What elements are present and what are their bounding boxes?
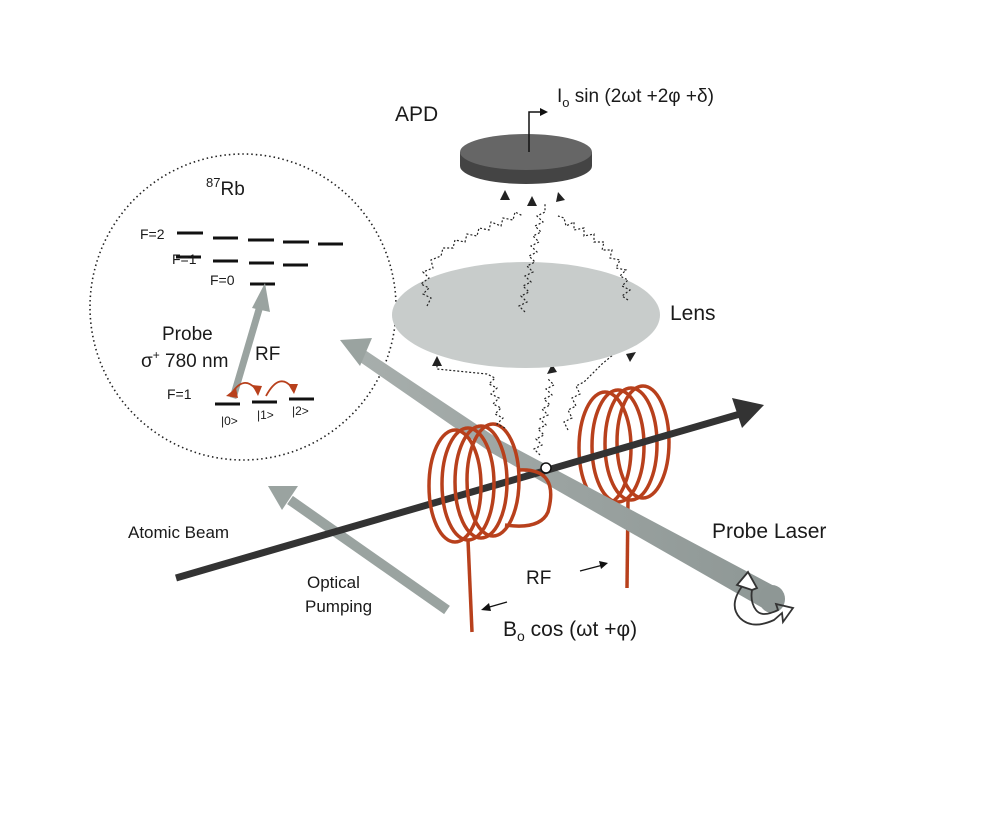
inset-probe-arrow bbox=[229, 283, 270, 399]
interaction-point bbox=[540, 462, 552, 474]
optical-pumping-label-line1: Optical bbox=[307, 573, 360, 592]
inset-rf-label: RF bbox=[255, 344, 280, 365]
polarization-arrow-icon bbox=[733, 570, 795, 626]
substate-2-label: |2> bbox=[292, 404, 309, 418]
probe-laser-beam bbox=[340, 338, 785, 613]
lens-label: Lens bbox=[670, 302, 716, 325]
optical-pumping-beam bbox=[268, 486, 450, 615]
ground-level-label: F=1 bbox=[167, 386, 192, 402]
atomic-beam bbox=[175, 398, 764, 582]
inset-probe-label: Probe bbox=[162, 324, 213, 345]
inset-probe-wavelength: σ+ 780 nm bbox=[141, 348, 228, 372]
rf-coil-right bbox=[577, 384, 671, 589]
fluorescence-upper bbox=[419, 190, 632, 313]
energy-levels bbox=[176, 231, 343, 406]
signal-formula: Io sin (2ωt +2φ +δ) bbox=[557, 86, 714, 110]
rf-coil-left bbox=[427, 422, 553, 633]
apd-detector bbox=[460, 108, 592, 184]
apd-label: APD bbox=[395, 103, 438, 126]
substate-1-label: |1> bbox=[257, 408, 274, 422]
rf-direction-arrows bbox=[481, 561, 608, 611]
probe-laser-label: Probe Laser bbox=[712, 520, 826, 543]
inset-rf-arrows bbox=[226, 380, 298, 398]
lens bbox=[392, 262, 660, 368]
atomic-beam-label: Atomic Beam bbox=[128, 523, 229, 542]
isotope-label: 87Rb bbox=[206, 175, 245, 200]
level-f2-label: F=2 bbox=[140, 226, 165, 242]
fluorescence-lower bbox=[432, 352, 636, 456]
field-formula: Bo cos (ωt +φ) bbox=[503, 618, 637, 644]
level-f0-label: F=0 bbox=[210, 272, 235, 288]
substate-0-label: |0> bbox=[221, 414, 238, 428]
level-f1-label: F=1 bbox=[172, 251, 197, 267]
rf-label: RF bbox=[526, 568, 551, 589]
optical-pumping-label-line2: Pumping bbox=[305, 597, 372, 616]
